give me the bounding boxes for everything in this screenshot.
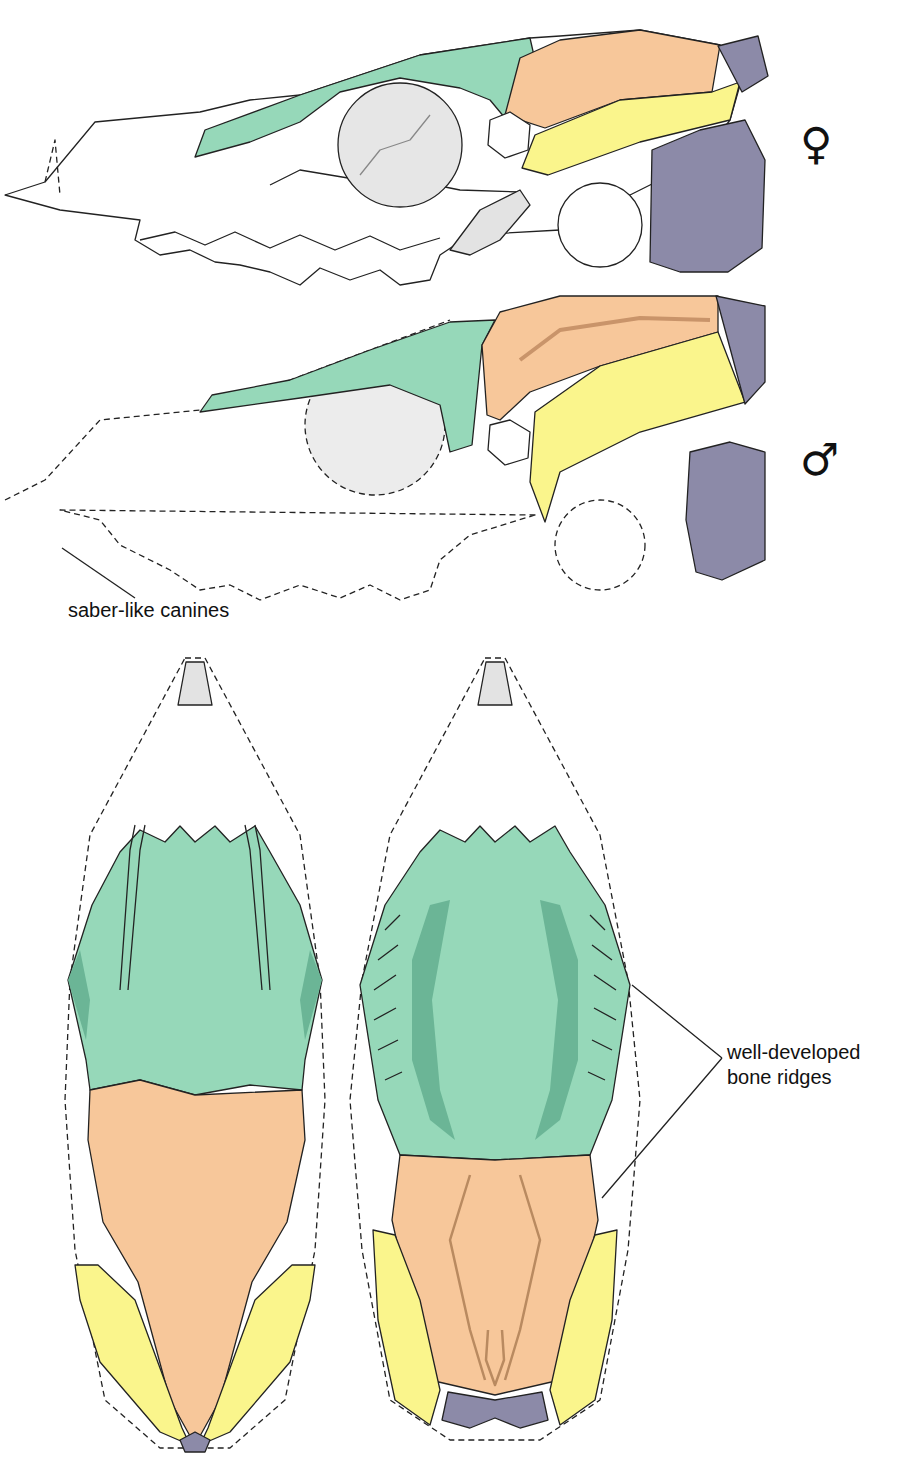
orbit-edge [68,950,322,1040]
male-dorsal-skull [350,658,722,1440]
female-symbol: ♀ [800,122,832,166]
male-lateral-skull [5,296,765,600]
temporal-yellow-left [75,1265,190,1445]
callout-label: saber-like canines [68,598,229,623]
temporal-yellow-left [373,1230,440,1425]
nasal-grey [450,190,530,255]
parietal-orange [88,1080,305,1445]
outline-dashed [350,658,640,1440]
canine-leader [62,548,135,598]
callout-label: well-developed bone ridges [727,1040,892,1090]
frontal-green [68,826,322,1095]
snout-suture [45,140,60,195]
orbit-detail [360,115,430,175]
nasal-lines [120,825,270,990]
orbit [338,83,462,207]
female-dorsal-skull [65,658,325,1452]
ridge-leaders [602,985,722,1198]
teeth [140,232,440,250]
interparietal-purple [716,296,765,404]
condyle-dashed [555,500,645,590]
sagittal-ridges [450,1175,540,1385]
female-lateral-skull [5,30,768,285]
occipital-purple [686,442,765,580]
frontal-green [360,826,630,1160]
snout-tip-grey [178,662,212,705]
ridge-marks [374,915,616,1080]
ear-opening [488,420,530,465]
frontal-green [200,320,495,452]
interparietal-purple [718,36,768,92]
orbital-ridge [412,900,578,1140]
skull-outline [5,30,740,285]
occipital-purple [180,1432,210,1452]
skull-outline-dashed [5,320,535,600]
ear-opening [488,112,530,158]
outline-dashed [65,658,325,1448]
temporal-yellow-right [550,1230,617,1425]
male-symbol: ♂ [800,438,839,482]
occipital-purple [650,120,765,272]
temporal-yellow-right [200,1265,315,1445]
snout-tip-grey [478,662,512,705]
condyle [558,183,642,267]
occipital-purple [442,1392,548,1428]
